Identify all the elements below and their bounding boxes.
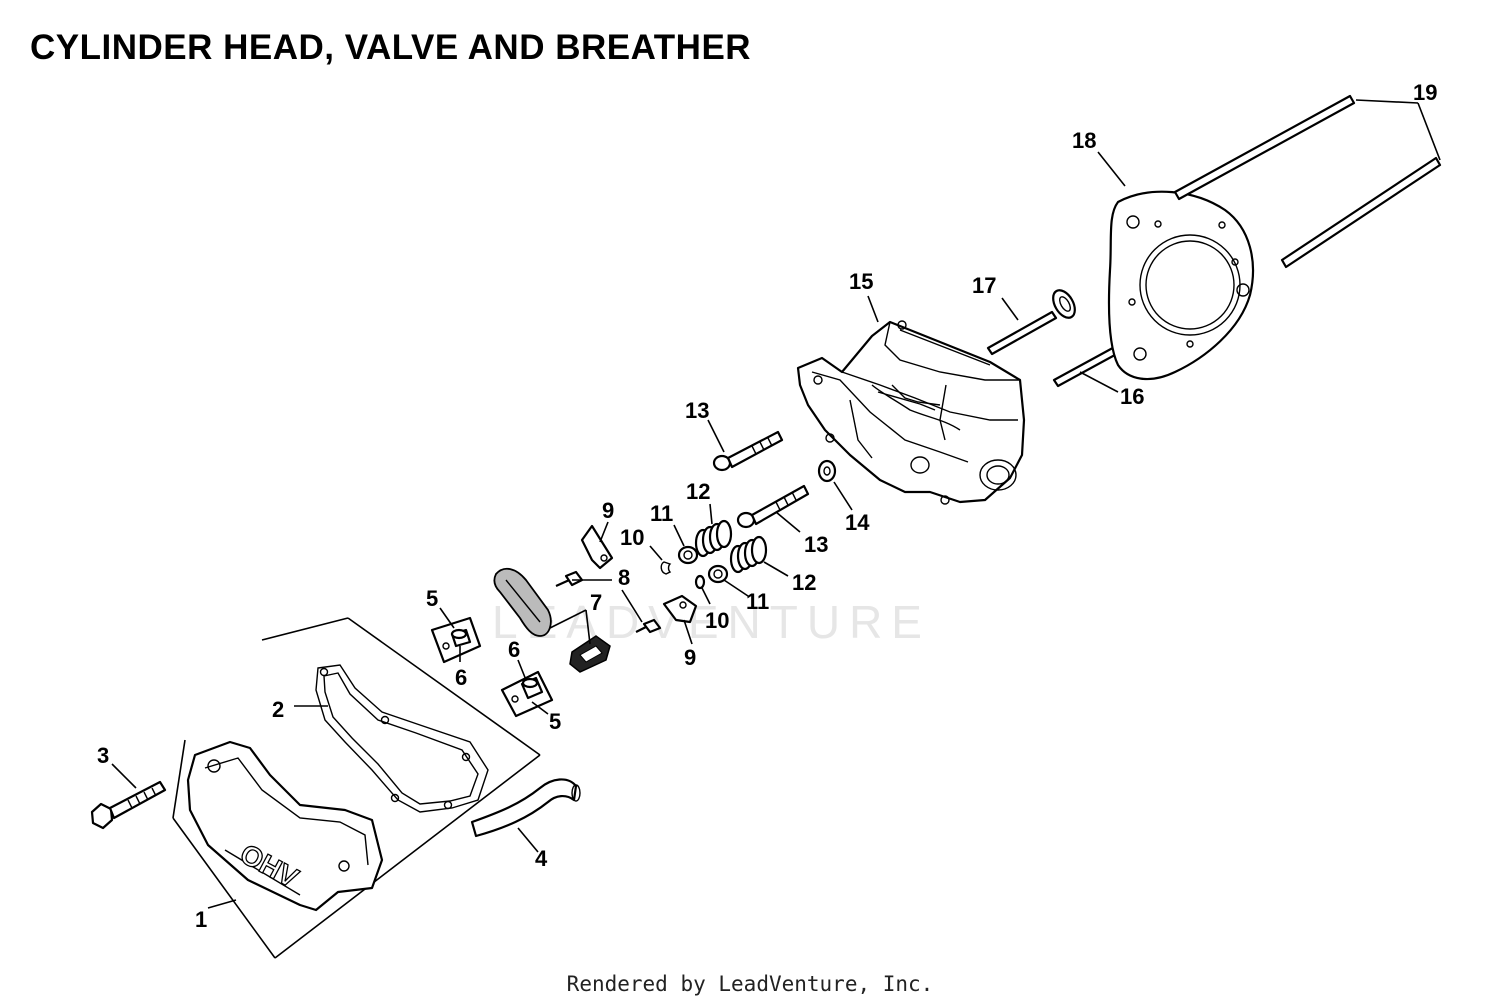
valve-spring-upper[interactable]: [694, 519, 733, 558]
spring-retainer-lower[interactable]: [707, 564, 729, 584]
callout-11-upper: 11: [650, 501, 673, 526]
leader-lines: [111, 99, 1441, 909]
callout-9-upper: 9: [602, 498, 614, 523]
valve-cover-gasket[interactable]: [315, 664, 489, 813]
callout-12-upper: 12: [686, 479, 710, 504]
callout-10-lower: 10: [705, 608, 729, 633]
rocker-stud-upper[interactable]: [555, 570, 584, 588]
push-rod-guide-upper[interactable]: [580, 524, 614, 570]
render-credit: Rendered by LeadVenture, Inc.: [566, 972, 934, 996]
callout-14: 14: [845, 510, 870, 535]
assembly-bracket-lines: [172, 617, 541, 959]
rocker-arm-lower[interactable]: [569, 635, 611, 673]
callout-9-lower: 9: [684, 645, 696, 670]
valve-keeper-upper[interactable]: [660, 561, 672, 575]
callout-1: 1: [195, 907, 207, 932]
callout-11-lower: 11: [746, 589, 769, 614]
cover-bolt[interactable]: [90, 780, 167, 830]
callout-2: 2: [272, 697, 284, 722]
callout-3: 3: [97, 743, 109, 768]
cylinder-head[interactable]: [796, 320, 1026, 505]
callout-12-lower: 12: [792, 570, 816, 595]
valve-cover[interactable]: OHV: [186, 740, 384, 912]
exhaust-valve[interactable]: [986, 287, 1079, 356]
callout-labels: 1 2 3 4 5 5 6 6 6 7 8 9 9 10 10 11 11 12…: [97, 80, 1437, 932]
rocker-arm-upper[interactable]: [493, 567, 552, 637]
callout-18: 18: [1072, 128, 1096, 153]
callout-13-lower: 13: [804, 532, 828, 557]
callout-7: 7: [590, 590, 602, 615]
callout-15: 15: [849, 269, 873, 294]
callout-4: 4: [535, 846, 548, 871]
page-title: CYLINDER HEAD, VALVE AND BREATHER: [30, 28, 752, 67]
callout-17: 17: [972, 273, 996, 298]
callout-5-upper: 5: [426, 586, 438, 611]
spring-retainer-upper[interactable]: [677, 545, 699, 565]
washer[interactable]: [817, 459, 837, 483]
callout-6-lower: 6: [508, 637, 520, 662]
callout-8: 8: [618, 565, 630, 590]
callout-10-upper: 10: [620, 525, 644, 550]
callout-19: 19: [1413, 80, 1437, 105]
head-bolt-upper[interactable]: [712, 430, 784, 472]
push-rod-upper[interactable]: [1173, 94, 1356, 201]
callout-6-upper: 6: [455, 665, 467, 690]
head-bolt-lower[interactable]: [736, 484, 810, 529]
valve-spring-lower[interactable]: [729, 535, 768, 574]
callout-16: 16: [1120, 384, 1144, 409]
rocker-stud-lower[interactable]: [635, 618, 662, 634]
breather-bracket-lower[interactable]: [500, 670, 554, 718]
breather-hose[interactable]: [470, 778, 581, 838]
breather-bracket-upper[interactable]: [430, 616, 482, 664]
callout-5-lower: 5: [549, 709, 561, 734]
push-rod-lower[interactable]: [1280, 156, 1442, 269]
head-gasket[interactable]: [1107, 190, 1254, 381]
valve-keeper-lower[interactable]: [694, 574, 706, 590]
push-rod-guide-lower[interactable]: [662, 594, 698, 624]
callout-13-upper: 13: [685, 398, 709, 423]
